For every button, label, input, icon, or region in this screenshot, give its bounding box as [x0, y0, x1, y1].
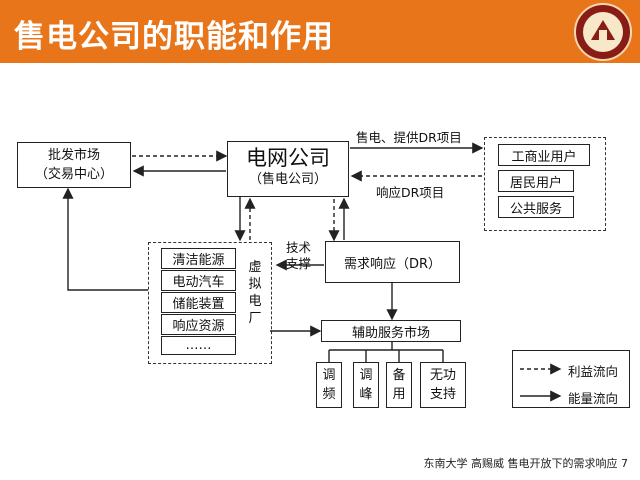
title-bar: 售电公司的职能和作用: [0, 0, 640, 63]
vpp-label: 虚拟电厂: [248, 260, 262, 326]
service-reserve: 备用: [386, 362, 412, 408]
vpp-to-wholesale-arrow: [62, 187, 148, 291]
customer-public: 公共服务: [498, 196, 574, 218]
tech-support-label: 技术 支撑: [286, 240, 312, 271]
grid-company-box: 电网公司 （售电公司）: [227, 141, 349, 197]
service-reactive-support: 无功支持: [420, 362, 466, 408]
vpp-resource-clean-energy: 清洁能源: [161, 248, 236, 269]
service-peak-regulation: 调峰: [353, 362, 379, 408]
page-title: 售电公司的职能和作用: [14, 19, 334, 55]
wholesale-market-box: 批发市场 （交易中心）: [17, 142, 131, 188]
respond-dr-label: 响应DR项目: [376, 185, 445, 200]
vpp-resource-ev: 电动汽车: [161, 270, 236, 291]
university-seal-icon: [574, 3, 632, 61]
customer-residential: 居民用户: [498, 170, 574, 192]
vpp-resource-storage: 储能装置: [161, 292, 236, 313]
wholesale-subtitle: （交易中心）: [34, 167, 113, 182]
legend-energy-label: 能量流向: [568, 391, 619, 406]
vpp-resource-more: ……: [161, 336, 236, 355]
footer-citation: 东南大学 高赐威 售电开放下的需求响应 7: [423, 457, 629, 470]
grid-company-title: 电网公司: [246, 146, 330, 170]
ancillary-market-box: 辅助服务市场: [321, 320, 461, 342]
sell-dr-label: 售电、提供DR项目: [356, 130, 462, 145]
demand-response-box: 需求响应（DR）: [325, 241, 460, 283]
customers-group: [484, 137, 606, 231]
vpp-group: [148, 242, 272, 364]
grid-company-subtitle: （售电公司）: [248, 172, 327, 187]
legend-box: [512, 350, 630, 408]
service-frequency-regulation: 调频: [316, 362, 342, 408]
vpp-resource-response: 响应资源: [161, 314, 236, 335]
wholesale-title: 批发市场: [47, 148, 100, 163]
customer-commercial: 工商业用户: [498, 144, 590, 166]
legend-benefit-label: 利益流向: [568, 364, 619, 379]
